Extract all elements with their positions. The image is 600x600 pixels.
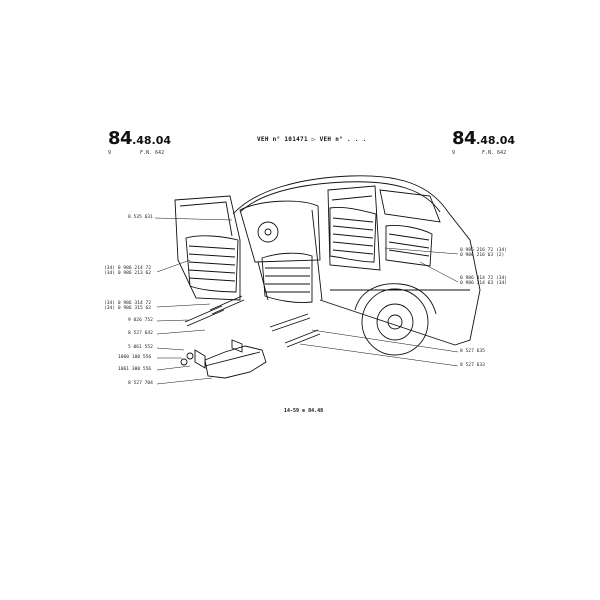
rear-door-frame <box>327 185 381 271</box>
front-door-panel <box>185 235 239 293</box>
part-label-r1a: 0 986 216 72 (34) <box>460 248 508 253</box>
part-label-l3b: (34) 0 986 315 62 <box>104 306 152 312</box>
plate-code-left: 84.48.04 <box>108 130 171 148</box>
rear-right-panel <box>385 225 433 267</box>
weatherstrip-2 <box>184 305 225 327</box>
part-label-r2b: 0 986 314 63 (34) <box>460 281 508 287</box>
part-label-r1b: 0 986 216 63 (2) <box>460 253 505 259</box>
part-label-r2: 0 986 314 72 (34) 0 986 314 63 (34) <box>460 276 507 287</box>
part-label-r1: 0 986 216 72 (34) 0 986 216 63 (2) <box>460 248 507 259</box>
car-roof-outline <box>232 175 449 215</box>
screw-2 <box>180 358 188 366</box>
part-label-l2: (34) 0 986 214 72 (34) 0 986 213 62 <box>104 266 151 277</box>
plate-code-right-main: 84 <box>452 128 477 149</box>
plate-footer-ref: 14-59 ⊕ 84.48 <box>284 408 324 414</box>
plate-code-right-sub: 04 <box>499 134 516 147</box>
part-label-r2a: 0 986 314 72 (34) <box>460 276 508 281</box>
part-label-r3: 8 527 635 <box>460 349 485 354</box>
rear-door-panel <box>329 207 377 263</box>
armrest-bracket-left <box>194 349 206 369</box>
part-label-l2a: (34) 0 986 214 72 <box>104 266 152 271</box>
plate-sub-right-a: 9 <box>452 150 456 156</box>
steering-wheel <box>257 221 279 243</box>
plate-code-left-main: 84 <box>108 128 133 149</box>
plate-sub-right-b: F.N. 642 <box>482 150 507 156</box>
screw-1 <box>186 352 194 360</box>
plate-sub-left-a: 9 <box>108 150 112 156</box>
center-door-panel <box>261 252 313 303</box>
part-label-l5: 8 527 642 <box>128 331 153 336</box>
rear-wheel-hub <box>376 303 414 341</box>
rear-wheel <box>361 288 429 356</box>
part-label-r4: 8 527 633 <box>460 363 485 368</box>
vehicle-range-title: VEH n° 101471 ▷ VEH n° . . . <box>257 136 367 143</box>
plate-code-right-suffix: .48. <box>476 134 500 147</box>
part-label-l2b: (34) 0 986 213 62 <box>104 271 152 277</box>
part-label-l6: 5 061 552 <box>128 345 153 350</box>
weatherstrip-4 <box>284 329 321 348</box>
car-body-side <box>447 211 481 346</box>
part-label-l3a: (34) 0 986 314 72 <box>104 301 152 306</box>
part-label-l7: 1060 100 556 <box>118 355 152 360</box>
dashboard <box>239 200 321 263</box>
plate-code-left-suffix: .48. <box>132 134 156 147</box>
part-label-l3: (34) 0 986 314 72 (34) 0 986 315 62 <box>104 301 151 312</box>
weatherstrip-3 <box>269 313 311 332</box>
part-label-l4: 9 026 752 <box>128 318 153 323</box>
plate-sub-left-b: F.N. 642 <box>140 150 165 156</box>
plate-code-right: 84.48.04 <box>452 130 515 148</box>
armrest <box>204 345 267 379</box>
part-label-l8: 1061 300 556 <box>118 367 152 372</box>
car-body-lower <box>319 289 470 346</box>
armrest-bracket-right <box>231 339 243 353</box>
part-label-l1: 8 535 631 <box>128 215 153 220</box>
weatherstrip-1 <box>209 295 245 315</box>
part-label-l9: 8 527 704 <box>128 381 153 386</box>
plate-code-left-sub: 04 <box>155 134 172 147</box>
front-door-frame <box>174 195 241 301</box>
